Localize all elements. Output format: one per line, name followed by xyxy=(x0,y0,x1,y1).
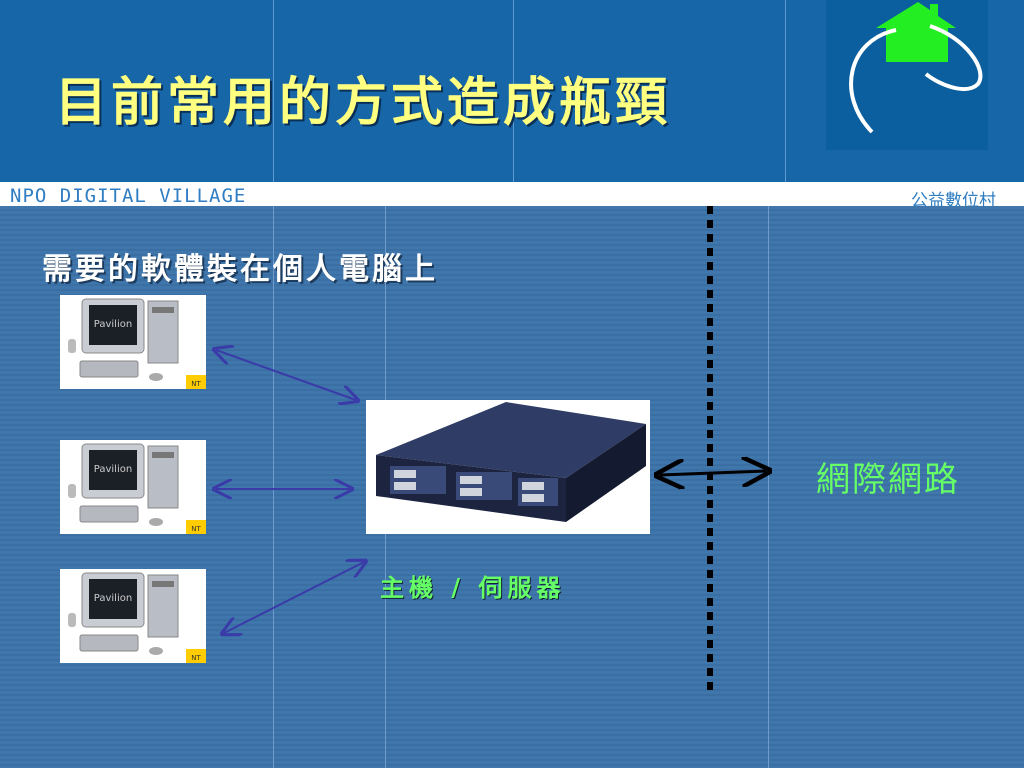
desktop-computer-icon: Pavilion NT xyxy=(68,443,206,534)
computer-brand: Pavilion xyxy=(94,464,132,475)
pc1-server-arrow xyxy=(216,350,356,400)
slide-title: 目前常用的方式造成瓶頸 xyxy=(55,72,672,133)
os-badge: NT xyxy=(191,380,201,388)
subheader-strip xyxy=(0,182,1024,206)
computer-brand: Pavilion xyxy=(94,593,132,604)
header-divider xyxy=(785,0,786,182)
house-arc-logo-icon xyxy=(849,2,983,134)
computer-brand: Pavilion xyxy=(94,319,132,330)
logo xyxy=(826,0,988,150)
subtitle: 需要的軟體裝在個人電腦上 xyxy=(42,252,438,287)
server-label: 主機 / 伺服器 xyxy=(380,573,566,602)
server-internet-arrow xyxy=(660,471,766,475)
desktop-computer-icon: Pavilion NT xyxy=(68,298,206,389)
header-divider xyxy=(273,0,274,182)
header-divider xyxy=(513,0,514,182)
os-badge: NT xyxy=(191,654,201,662)
pc3-server-arrow xyxy=(224,562,364,633)
org-name: NPO DIGITAL VILLAGE xyxy=(10,185,247,207)
desktop-computer: Pavilion NT xyxy=(60,295,206,389)
network-boundary-line xyxy=(707,206,713,692)
internet-label: 網際網路 xyxy=(816,460,960,500)
rack-server-icon xyxy=(376,402,646,522)
desktop-computer: Pavilion NT xyxy=(60,440,206,534)
server xyxy=(366,400,650,534)
desktop-computer-icon: Pavilion NT xyxy=(68,572,206,663)
desktop-computer: Pavilion NT xyxy=(60,569,206,663)
os-badge: NT xyxy=(191,525,201,533)
